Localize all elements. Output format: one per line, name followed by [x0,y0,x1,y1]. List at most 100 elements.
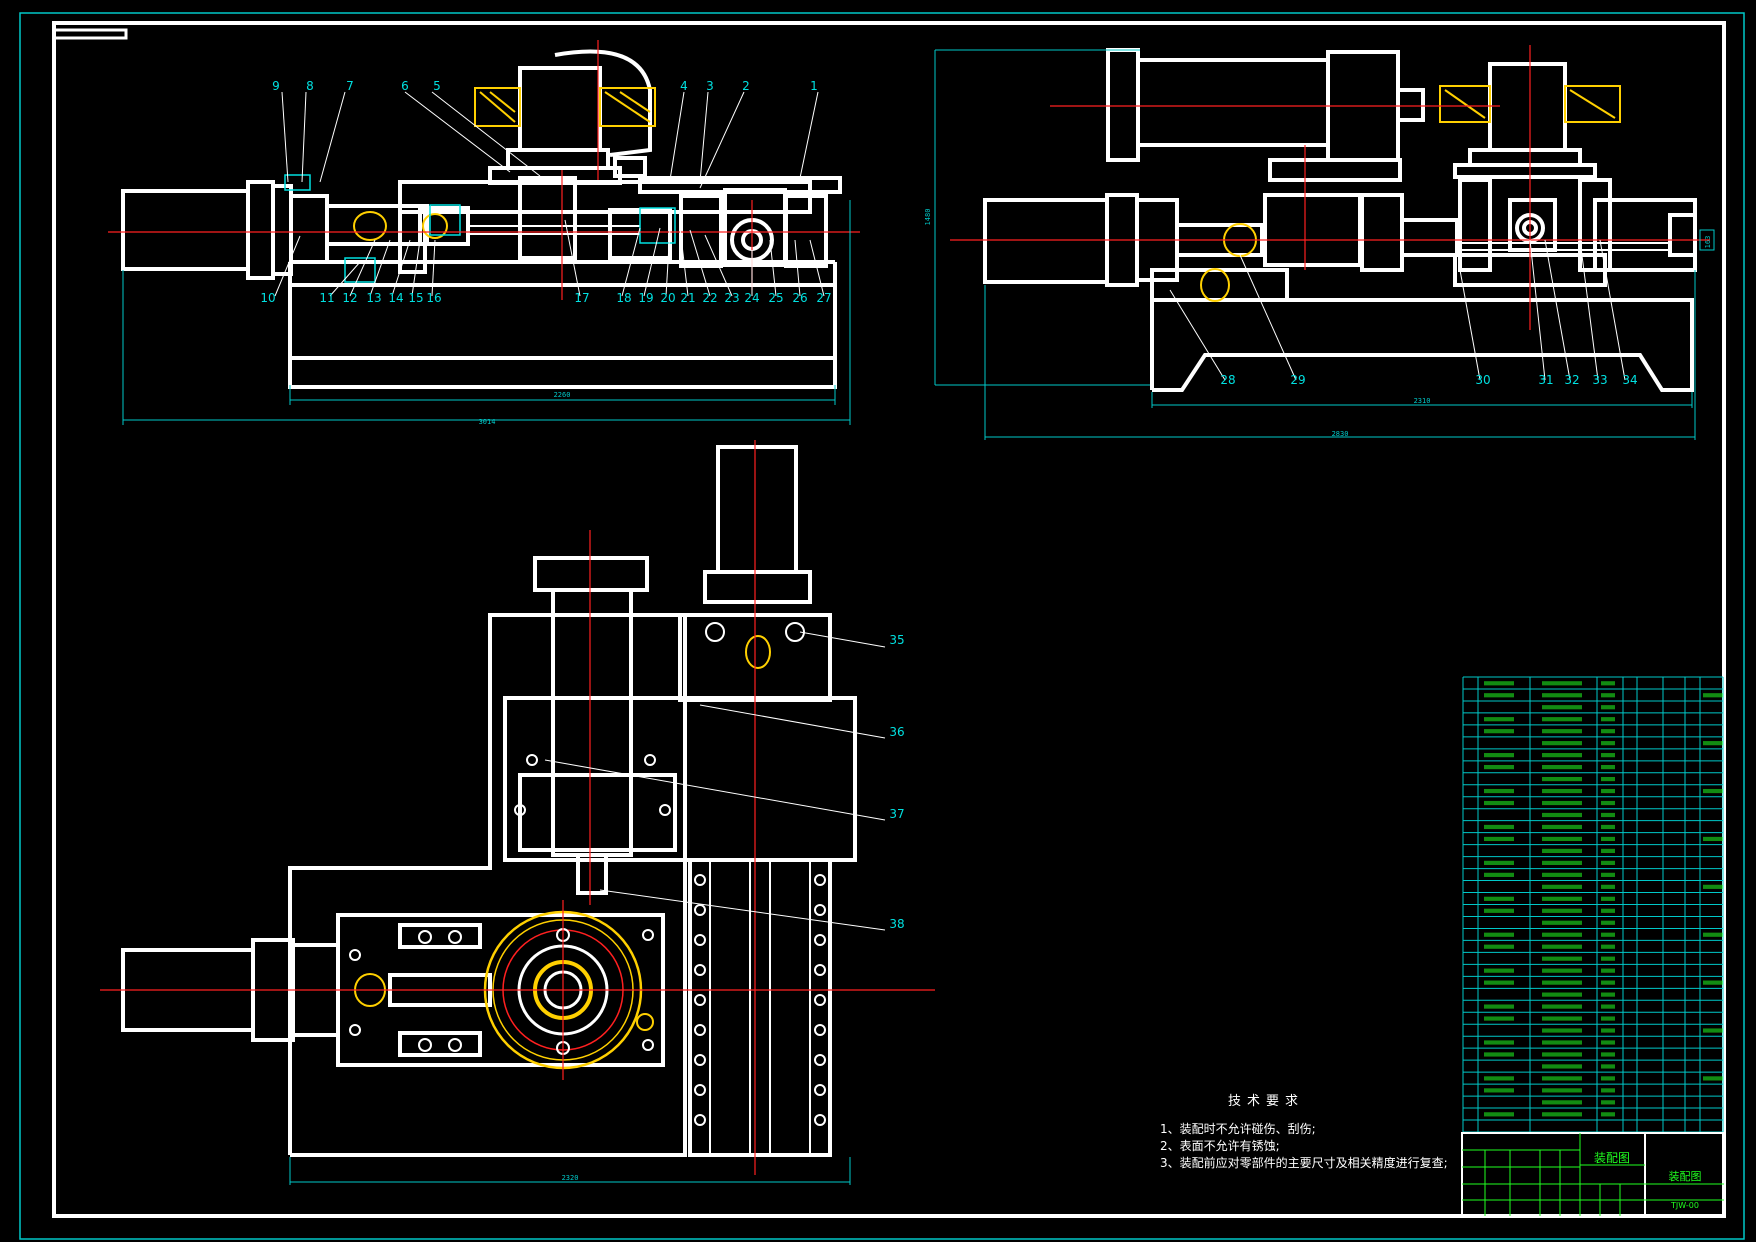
bom-cell-mark [1542,753,1582,758]
bom-cell-mark [1542,956,1582,961]
bom-cell-mark [1484,1040,1514,1045]
bom-cell-mark [1601,896,1615,901]
bom-cell-mark [1601,705,1615,710]
bom-cell-mark [1484,968,1514,973]
bom-cell-mark [1703,884,1723,889]
bom-cell-mark [1542,717,1582,722]
note-line: 1、装配时不允许碰伤、刮伤; [1160,1122,1316,1136]
part-label: 11 [319,291,334,305]
part-label: 20 [660,291,675,305]
dim-2310: 2310 [1414,397,1431,405]
bom-cell-mark [1703,693,1723,698]
bom-cell-mark [1542,932,1582,937]
part-label: 32 [1564,373,1579,387]
bom-cell-mark [1601,1004,1615,1009]
bom-cell-mark [1484,729,1514,734]
front-view-gear [353,87,656,241]
bom-cell-mark [1542,1040,1582,1045]
bom-cell-mark [1601,1052,1615,1057]
bom-cell-mark [1601,753,1615,758]
front-view-leaders [274,91,825,297]
part-label: 1 [810,79,818,93]
bom-cell-mark [1601,980,1615,985]
part-label: 37 [889,807,904,821]
bom-cell-mark [1703,1076,1723,1081]
part-label: 12 [342,291,357,305]
part-label: 36 [889,725,904,739]
dim-2830: 2830 [1332,430,1349,438]
drawing-name-right: 装配图 [1669,1170,1702,1183]
plan-view [121,445,857,1157]
bom-cell-mark [1484,1016,1514,1021]
bom-cell-mark [1601,693,1615,698]
bom-cell-mark [1542,860,1582,865]
bom-cell-mark [1601,884,1615,889]
bom-cell-mark [1542,1100,1582,1105]
bom-cell-mark [1542,693,1582,698]
plan-view-dims [289,1157,851,1185]
dim-1480: 1480 [924,209,932,226]
bom-cell-mark [1703,788,1723,794]
bom-cell-mark [1484,1112,1514,1117]
bom-cell-mark [1542,992,1582,997]
bom-cell-mark [1601,944,1615,949]
bom-cell-mark [1542,741,1582,746]
bom-cell-mark [1484,896,1514,901]
part-label: 18 [616,291,631,305]
bom-cell-mark [1542,920,1582,925]
part-label: 27 [816,291,831,305]
part-label: 3 [706,79,714,93]
bom-cell-mark [1601,1076,1615,1081]
bom-cell-mark [1542,824,1582,830]
title-block-text: 装配图 装配图 TJW-00 [1594,1151,1702,1210]
bom-cell-mark [1601,1016,1615,1021]
bom-cell-mark [1601,956,1615,961]
dim-2320: 2320 [562,1174,579,1182]
bom-cell-mark [1601,968,1615,973]
side-view-dim-text: 1480 2310 2830 163 [924,209,1712,438]
bom-cell-mark [1542,788,1582,794]
bom-cell-mark [1542,1088,1582,1093]
bom-cell-mark [1601,1064,1615,1069]
part-label: 25 [768,291,783,305]
bom-cell-mark [1484,1052,1514,1057]
plan-view-label-text: 35 36 37 38 [889,633,904,931]
part-label: 17 [574,291,589,305]
bom-cell-mark [1542,872,1582,877]
part-label: 31 [1538,373,1553,387]
part-label: 7 [346,79,354,93]
part-label: 22 [702,291,717,305]
notes-title: 技术要求 [1228,1094,1305,1109]
bom-cell-mark [1601,741,1615,746]
bom-cell-mark [1484,980,1514,985]
part-label: 21 [680,291,695,305]
side-view-centerlines [950,45,1710,330]
part-label: 35 [889,633,904,647]
bom-cell-mark [1601,1100,1615,1105]
dim-3014: 3014 [479,418,496,426]
note-line: 3、装配前应对零部件的主要尺寸及相关精度进行复查; [1160,1156,1448,1170]
bom-cell-mark [1601,908,1615,913]
drawing-number: TJW-00 [1670,1201,1699,1210]
bom-cell-mark [1542,1052,1582,1057]
bom-cell-mark [1601,729,1615,734]
title-block [1461,1132,1725,1217]
bom-cell-mark [1601,681,1615,686]
bom-cell-mark [1542,705,1582,710]
bom-cell-mark [1542,848,1582,854]
bom-cell-mark [1601,776,1615,782]
bom-cell-mark [1542,812,1582,818]
bom-cell-mark [1484,860,1514,865]
part-label: 5 [433,79,441,93]
technical-requirements: 技术要求 1、装配时不允许碰伤、刮伤; 2、表面不允许有锈蚀; 3、装配前应对零… [1160,1090,1448,1172]
bom-cell-mark [1542,836,1582,842]
part-label: 24 [744,291,759,305]
bom-cell-mark [1703,836,1723,842]
part-label: 23 [724,291,739,305]
bom-cell-mark [1484,1088,1514,1093]
dim-2260: 2260 [554,391,571,399]
bom-cell-mark [1484,944,1514,949]
bom-cell-mark [1542,980,1582,985]
bill-of-materials [1462,676,1724,1133]
